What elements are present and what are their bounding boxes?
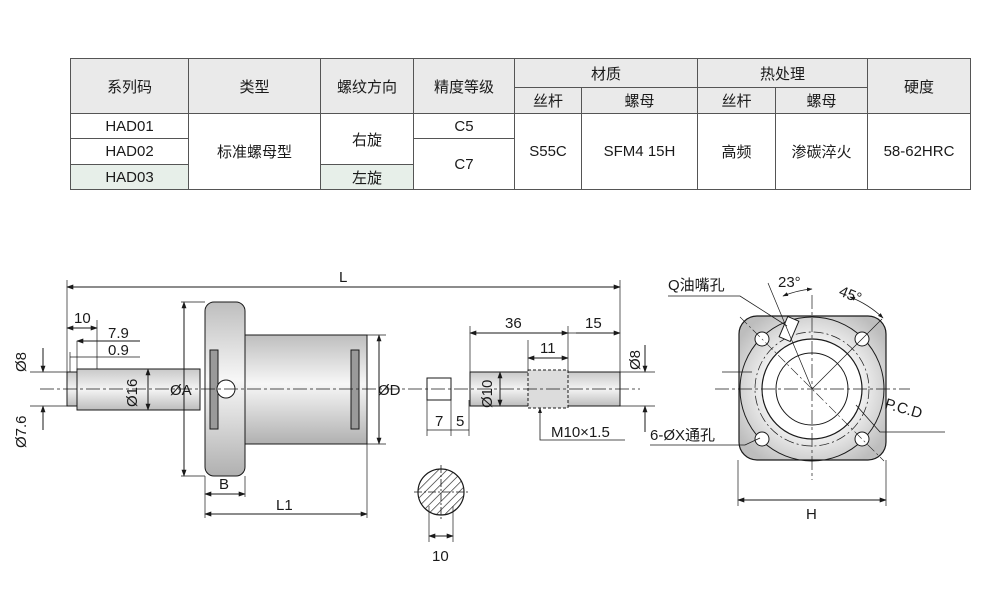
dim-11: 11 (540, 340, 556, 357)
header-material: 材质 (514, 58, 698, 88)
header-material-screw: 丝杆 (514, 87, 582, 114)
header-heat-screw: 丝杆 (697, 87, 776, 114)
type-cell: 标准螺母型 (188, 113, 321, 190)
material-nut-cell: SFM4 15H (581, 113, 698, 190)
side-view (30, 280, 655, 518)
dim-10-section: 10 (432, 548, 449, 565)
dim-5: 5 (456, 413, 464, 430)
heat-nut-cell: 渗碳淬火 (775, 113, 868, 190)
spec-table: 系列码 类型 螺纹方向 精度等级 材质 热处理 硬度 丝杆 螺母 丝杆 螺母 H… (70, 58, 971, 190)
oil-hole-label: Q油嘴孔 (668, 277, 725, 294)
dia-A: ØA (170, 382, 192, 399)
header-heat-nut: 螺母 (775, 87, 868, 114)
dim-7-9: 7.9 (108, 325, 129, 342)
dia-7-6: Ø7.6 (13, 415, 30, 448)
thread-spec: M10×1.5 (551, 424, 610, 441)
grade-cell: C7 (413, 138, 515, 190)
direction-cell: 右旋 (320, 113, 414, 165)
dia-8-left: Ø8 (13, 352, 30, 372)
header-series-code: 系列码 (70, 58, 189, 114)
dim-B: B (219, 476, 229, 493)
header-hardness: 硬度 (867, 58, 971, 114)
dim-H: H (806, 506, 817, 523)
header-thread-direction: 螺纹方向 (320, 58, 414, 114)
dim-7: 7 (435, 413, 443, 430)
header-heat-treatment: 热处理 (697, 58, 868, 88)
drawing-labels: L 10 7.9 0.9 Ø8 Ø7.6 Ø16 ØA ØD B L1 36 1… (13, 269, 924, 565)
dim-0-9: 0.9 (108, 342, 129, 359)
dia-16: Ø16 (124, 379, 141, 407)
section-view (414, 465, 468, 542)
code-cell: HAD01 (70, 113, 189, 139)
material-screw-cell: S55C (514, 113, 582, 190)
through-hole-label: 6-ØX通孔 (650, 427, 715, 444)
dia-10: Ø10 (479, 380, 496, 408)
grade-cell: C5 (413, 113, 515, 139)
angle-23: 23° (778, 274, 801, 291)
dia-D: ØD (378, 382, 401, 399)
pcd-label: P.C.D (883, 396, 924, 423)
header-material-nut: 螺母 (581, 87, 698, 114)
angle-45: 45° (837, 283, 864, 307)
dim-L1: L1 (276, 497, 293, 514)
direction-cell: 左旋 (320, 164, 414, 190)
dia-8-right: Ø8 (627, 350, 644, 370)
dim-10: 10 (74, 310, 91, 327)
header-type: 类型 (188, 58, 321, 114)
dim-15: 15 (585, 315, 602, 332)
hardness-cell: 58-62HRC (867, 113, 971, 190)
dim-L: L (339, 269, 347, 286)
front-view (650, 282, 945, 506)
dim-36: 36 (505, 315, 522, 332)
code-cell: HAD03 (70, 164, 189, 190)
